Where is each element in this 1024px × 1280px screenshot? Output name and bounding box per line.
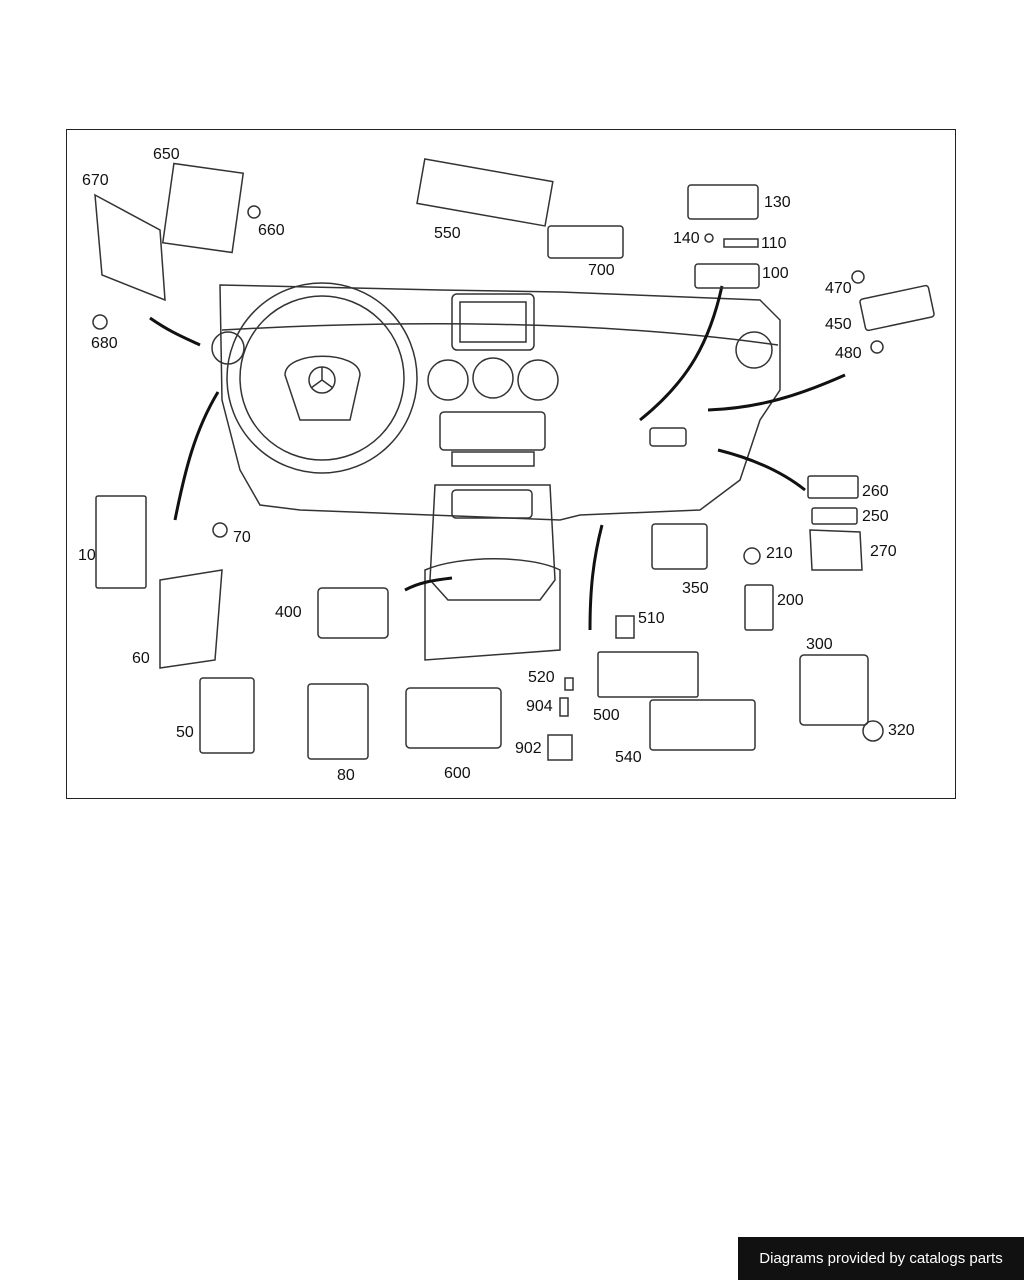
part-label-50: 50 [176, 724, 194, 741]
part-470-screw [851, 270, 865, 284]
dashboard-top-line [221, 323, 779, 346]
part-label-510: 510 [638, 610, 665, 627]
part-label-902: 902 [515, 740, 542, 757]
part-250-module [811, 507, 858, 525]
part-10-module [95, 495, 147, 589]
part-label-600: 600 [444, 765, 471, 782]
radio-control-panel [439, 411, 546, 451]
part-label-400: 400 [275, 604, 302, 621]
center-vent-left [427, 359, 469, 401]
steering-wheel-hub [284, 355, 361, 421]
part-60-bracket [159, 569, 223, 669]
part-210-nut [743, 547, 761, 565]
part-450-module [859, 284, 935, 332]
hazard-switch-panel [451, 451, 535, 467]
part-label-320: 320 [888, 722, 915, 739]
part-700-module [547, 225, 624, 259]
arrow-from-part-500 [588, 524, 604, 631]
side-vent-right [735, 331, 773, 369]
part-label-500: 500 [593, 707, 620, 724]
part-660-screw [247, 205, 261, 219]
part-label-270: 270 [870, 543, 897, 560]
part-label-350: 350 [682, 580, 709, 597]
part-100-module [694, 263, 760, 289]
armrest [424, 558, 561, 661]
part-300-module [799, 654, 869, 726]
part-label-140: 140 [673, 230, 700, 247]
part-label-470: 470 [825, 280, 852, 297]
part-label-540: 540 [615, 749, 642, 766]
part-label-670: 670 [82, 172, 109, 189]
part-label-904: 904 [526, 698, 553, 715]
arrow-from-part-10 [173, 391, 220, 521]
part-label-10: 10 [78, 547, 96, 564]
part-400-module [317, 587, 389, 639]
center-vent-right [517, 359, 559, 401]
part-label-60: 60 [132, 650, 150, 667]
diagram-frame [66, 129, 956, 799]
part-label-480: 480 [835, 345, 862, 362]
center-display-screen [451, 293, 535, 351]
part-540-module [649, 699, 756, 751]
center-console [429, 484, 556, 601]
part-110-strip [723, 238, 759, 248]
arrow-to-left-vent [149, 316, 201, 347]
center-vent-mid [472, 357, 514, 399]
arrow-from-part-450 [707, 373, 846, 412]
part-label-700: 700 [588, 262, 615, 279]
part-label-300: 300 [806, 636, 833, 653]
steering-wheel-inner [239, 295, 405, 461]
glovebox-handle [649, 427, 687, 447]
part-320-nut [862, 720, 884, 742]
part-500-fusebox [597, 651, 699, 698]
part-130-module [687, 184, 759, 220]
arrow-from-part-400 [404, 576, 453, 592]
steering-wheel-rim [226, 282, 418, 474]
part-label-680: 680 [91, 335, 118, 352]
climate-control-panel [451, 489, 533, 519]
part-label-520: 520 [528, 669, 555, 686]
part-260-module [807, 475, 859, 499]
part-680-nut [92, 314, 108, 330]
part-350-module [651, 523, 708, 570]
part-50-module [199, 677, 255, 754]
dashboard-outline [219, 284, 781, 521]
part-520-fuse [564, 677, 574, 691]
arrow-from-part-260 [717, 448, 806, 492]
part-200-module [744, 584, 774, 631]
part-650-module [161, 162, 245, 254]
part-140-screw [704, 233, 714, 243]
arrow-from-part-100 [639, 285, 724, 422]
side-vent-left [211, 331, 245, 365]
part-670-bracket [94, 193, 166, 302]
part-902-connector [547, 734, 573, 761]
part-600-module [405, 687, 502, 749]
part-510-relay [615, 615, 635, 639]
part-480-clip [870, 340, 884, 354]
part-label-110: 110 [761, 235, 787, 252]
footer-credit: Diagrams provided by catalogs parts [738, 1237, 1024, 1280]
part-270-cover [809, 529, 863, 571]
part-label-80: 80 [337, 767, 355, 784]
part-label-210: 210 [766, 545, 793, 562]
part-label-100: 100 [762, 265, 789, 282]
part-label-660: 660 [258, 222, 285, 239]
mercedes-star-spokes [310, 367, 334, 389]
part-label-250: 250 [862, 508, 889, 525]
part-label-70: 70 [233, 529, 251, 546]
part-label-650: 650 [153, 146, 180, 163]
part-label-450: 450 [825, 316, 852, 333]
part-70-bolt [212, 522, 228, 538]
part-label-260: 260 [862, 483, 889, 500]
part-label-130: 130 [764, 194, 791, 211]
part-80-module [307, 683, 369, 760]
part-550-mat [416, 158, 554, 227]
part-904-clip [559, 697, 569, 717]
part-label-200: 200 [777, 592, 804, 609]
part-label-550: 550 [434, 225, 461, 242]
center-display-glass [459, 301, 527, 343]
